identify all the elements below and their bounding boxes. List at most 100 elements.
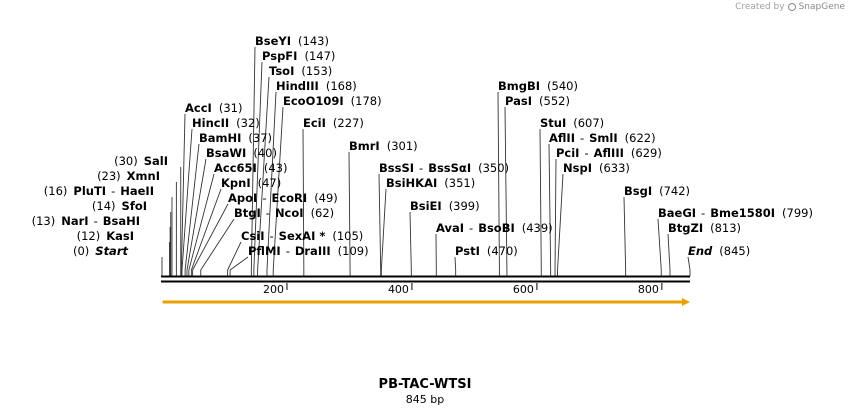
snapgene-logo-icon (787, 3, 796, 11)
enzyme-name: BssSI (379, 161, 414, 175)
cut-site-label: CsiI-SexAI *(105) (241, 229, 363, 243)
cut-site-label: BamHI(37) (199, 131, 272, 145)
enzyme-separator: - (262, 191, 266, 205)
tick-label: 600 (513, 283, 534, 296)
site-position: (23) (97, 169, 121, 183)
cut-site-label: (30)SalI (114, 154, 168, 168)
site-position: (31) (219, 101, 243, 115)
enzyme-name: AflII (549, 131, 575, 145)
site-position: (351) (444, 176, 475, 190)
created-by-snapgene: Created by SnapGene (735, 1, 845, 13)
cut-site-line (554, 158, 557, 276)
site-position: (227) (333, 116, 364, 130)
cut-site-line (557, 173, 564, 276)
enzyme-name: Start (95, 244, 128, 258)
site-position: (540) (547, 79, 578, 93)
enzyme-name: SexAI * (279, 229, 326, 243)
cut-site-label: PstI(470) (455, 244, 518, 258)
cut-site-line (181, 128, 193, 276)
created-by-label: Created by (735, 2, 785, 12)
enzyme-name: BsiEI (410, 199, 442, 213)
cut-site-line (250, 46, 256, 276)
cut-site-line (229, 256, 249, 276)
cut-site-label: BsaWI(40) (206, 146, 277, 160)
cut-site-label: BsiEI (399) (410, 199, 480, 213)
site-position: (607) (573, 116, 604, 130)
site-position: (13) (32, 214, 56, 228)
enzyme-name: BssSαI (428, 161, 471, 175)
snapgene-name: SnapGene (798, 2, 845, 12)
enzyme-name: TsoI (269, 64, 294, 78)
enzyme-separator: - (111, 184, 115, 198)
feature-arrowhead (682, 298, 690, 306)
site-position: (399) (449, 199, 480, 213)
cut-site-line (257, 76, 270, 276)
enzyme-separator: - (580, 131, 584, 145)
cut-site-label: Acc65I(43) (214, 161, 287, 175)
cut-site-label: (13)NarI-BsaHI (32, 214, 140, 228)
enzyme-name: Acc65I (214, 161, 257, 175)
cut-site-label: PflMI-DraIII(109) (248, 244, 369, 258)
enzyme-separator: - (94, 214, 98, 228)
cut-site-label: BsgI(742) (624, 184, 690, 198)
tick-label: 800 (638, 283, 659, 296)
cut-site-line (188, 173, 215, 276)
site-position: (552) (539, 94, 570, 108)
enzyme-name: NcoI (275, 206, 304, 220)
cut-site-label: End(845) (688, 244, 750, 258)
cut-site-line (539, 128, 542, 276)
cut-site-labels: (0)Start(12)KasI(13)NarI-BsaHI(14)SfoI(1… (32, 34, 813, 258)
site-position: (12) (77, 229, 101, 243)
cut-site-label: StuI(607) (540, 116, 604, 130)
cut-site-line (184, 143, 200, 276)
enzyme-name: BsiHKAI (386, 176, 437, 190)
cut-site-label: BmgBI(540) (498, 79, 578, 93)
enzyme-name: CsiI (241, 229, 265, 243)
site-position: (109) (338, 244, 369, 258)
enzyme-name: ApoI (228, 191, 257, 205)
enzyme-name: BsaHI (103, 214, 140, 228)
cut-site-line (497, 91, 500, 276)
cut-site-label: (23) XmnI (97, 169, 160, 183)
feature-arrow (162, 298, 690, 306)
cut-site-label: NspI(633) (563, 161, 630, 175)
enzyme-name: XmnI (127, 169, 160, 183)
map-length: 845 bp (406, 393, 444, 406)
cut-site-line (687, 256, 691, 276)
site-position: (168) (326, 79, 357, 93)
sequence-backbone (161, 275, 690, 283)
site-position: (629) (631, 146, 662, 160)
enzyme-name: PluTI (73, 184, 106, 198)
cut-site-label: BseYI(143) (255, 34, 329, 48)
site-position: (845) (719, 244, 750, 258)
enzyme-name: KasI (106, 229, 134, 243)
site-position: (37) (248, 131, 272, 145)
site-position: (147) (304, 49, 335, 63)
cut-site-label: BaeGI-Bme1580I(799) (658, 206, 813, 220)
cut-site-label: BtgI-NcoI(62) (234, 206, 334, 220)
enzyme-name: PflMI (248, 244, 281, 258)
cut-site-line (272, 106, 284, 276)
site-position: (813) (710, 221, 741, 235)
cut-site-line (623, 196, 627, 276)
enzyme-name: EciI (303, 116, 326, 130)
cut-site-label: AccI(31) (185, 101, 242, 115)
enzyme-name: PasI (505, 94, 532, 108)
cut-site-line (266, 91, 277, 276)
cut-site-label: EciI (227) (303, 116, 364, 130)
enzyme-name: BtgI (234, 206, 261, 220)
tick-label: 200 (263, 283, 284, 296)
enzyme-separator: - (266, 206, 270, 220)
cut-site-line (504, 106, 508, 276)
cut-site-line (657, 218, 662, 276)
site-position: (350) (478, 161, 509, 175)
enzyme-name: BseYI (255, 34, 291, 48)
map-title: PB-TAC-WTSI (379, 377, 472, 392)
enzyme-name: BtgZI (668, 221, 703, 235)
enzyme-name: BaeGI (658, 206, 696, 220)
cut-site-line (454, 256, 457, 276)
cut-site-line (348, 151, 351, 276)
cut-site-line (409, 211, 412, 276)
cut-site-label: BsiHKAI (351) (386, 176, 475, 190)
